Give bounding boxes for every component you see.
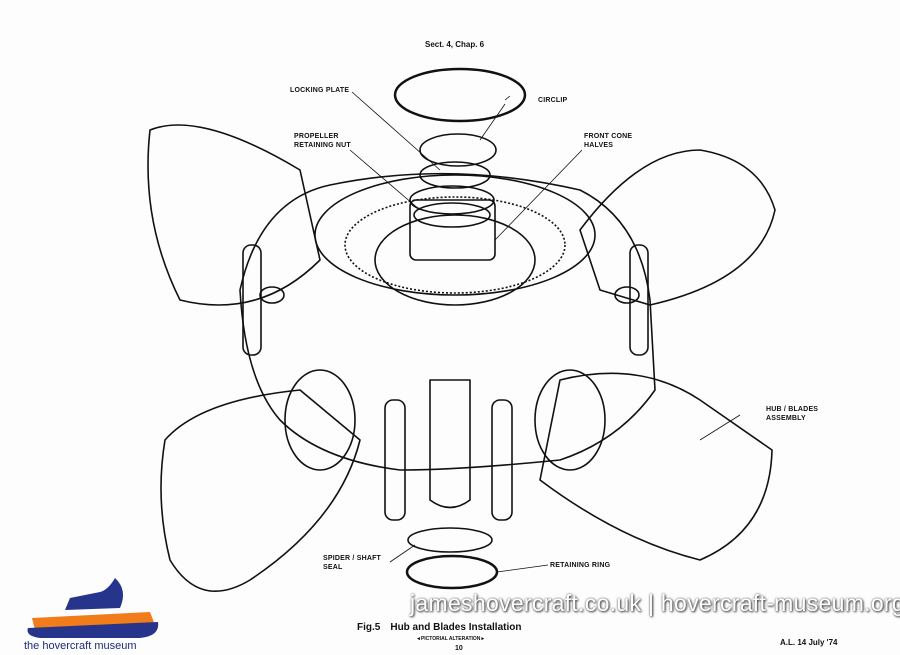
hovercraft-museum-logo xyxy=(27,578,159,638)
hub-top-rim xyxy=(314,174,596,296)
label-hub-blades: HUB / BLADES ASSEMBLY xyxy=(766,406,819,422)
label-spider-seal: SPIDER / SHAFT SEAL xyxy=(323,555,382,571)
label-propeller-nut: PROPELLER RETAINING NUT xyxy=(294,133,351,149)
hub-inner-rim xyxy=(344,196,566,294)
hub-body xyxy=(239,172,656,471)
spider-shaft-seal xyxy=(407,527,493,553)
circlip-large xyxy=(393,67,527,123)
blade-collar-left xyxy=(284,369,356,471)
blade-lower-right xyxy=(539,372,773,561)
logo-text: the hovercraft museum xyxy=(24,640,137,652)
retaining-ring xyxy=(405,554,499,590)
label-locking-plate: LOCKING PLATE xyxy=(290,87,350,94)
pictorial-alteration-note: ◄PICTORIAL ALTERATION► xyxy=(416,636,486,642)
section-header: Sect. 4, Chap. 6 xyxy=(425,40,485,49)
hub-cone-opening xyxy=(374,214,536,306)
watermark: jameshovercraft.co.uk | hovercraft-museu… xyxy=(410,590,900,616)
label-retaining-ring: RETAINING RING xyxy=(550,562,611,569)
blade-lower-left xyxy=(160,389,361,593)
blade-upper-right xyxy=(579,149,776,306)
hub-bolts xyxy=(242,244,649,521)
page-number: 10 xyxy=(455,645,463,652)
blade-upper-left xyxy=(147,124,321,306)
blade-collar-right xyxy=(534,369,606,471)
amendment-list: A.L. 14 July '74 xyxy=(780,638,838,647)
label-circlip: CIRCLIP xyxy=(538,97,568,104)
circlip-small xyxy=(419,133,497,167)
spider-shaft xyxy=(429,379,471,509)
propeller-retaining-nut xyxy=(409,199,496,261)
label-front-cone: FRONT CONE HALVES xyxy=(584,133,633,149)
locking-plate xyxy=(419,161,491,189)
leader-lines xyxy=(349,91,741,573)
